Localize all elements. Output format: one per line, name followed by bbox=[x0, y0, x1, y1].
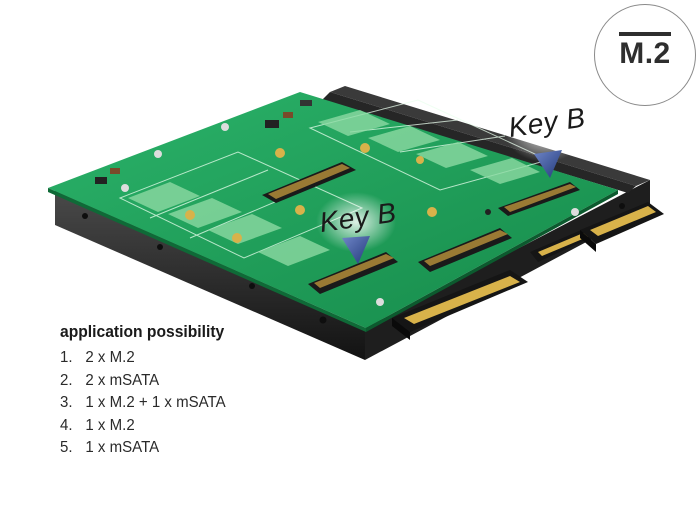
m2-logo-text: M.2 bbox=[595, 32, 695, 71]
list-item: 5.1 x mSATA bbox=[60, 439, 160, 456]
list-item: 4.1 x M.2 bbox=[60, 416, 135, 434]
list-item: 2.2 x mSATA bbox=[60, 371, 160, 389]
m2-logo-badge: M.2 bbox=[594, 4, 696, 106]
sata-connectors bbox=[392, 202, 664, 340]
key-b-arrow-left bbox=[342, 236, 370, 264]
application-title: application possibility bbox=[60, 322, 225, 341]
key-b-arrow-right bbox=[534, 150, 562, 178]
list-item: 1.2 x M.2 bbox=[60, 349, 135, 366]
m2-sockets bbox=[262, 162, 580, 294]
application-possibility-list: application possibility 1.2 x M.2 2.2 x … bbox=[60, 322, 239, 462]
gold-pads bbox=[128, 110, 540, 266]
smd-components bbox=[95, 100, 579, 306]
list-item: 3.1 x M.2 + 1 x mSATA bbox=[60, 394, 226, 411]
